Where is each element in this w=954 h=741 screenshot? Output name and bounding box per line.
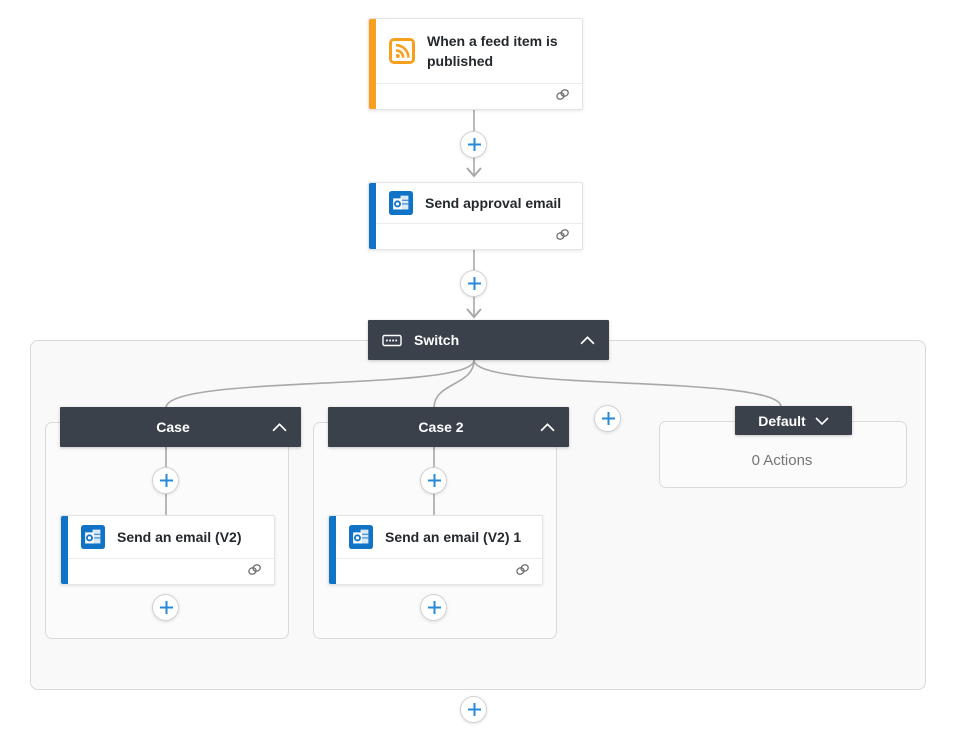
case-1-header[interactable]: Case — [60, 407, 301, 447]
new-step-button[interactable] — [460, 696, 487, 723]
connection-link-icon[interactable] — [247, 563, 262, 581]
chevron-up-icon[interactable] — [580, 335, 595, 345]
connection-link-icon[interactable] — [555, 228, 570, 246]
chevron-up-icon[interactable] — [540, 422, 555, 432]
send-an-email-v2-card[interactable]: Send an email (V2) — [60, 515, 275, 585]
add-case-button[interactable] — [594, 405, 621, 432]
insert-step-button-case-1[interactable] — [152, 467, 179, 494]
switch-label: Switch — [414, 332, 460, 348]
chevron-down-icon[interactable] — [815, 416, 829, 425]
insert-step-button-after-trigger[interactable] — [460, 131, 487, 158]
switch-icon — [382, 334, 402, 347]
rss-icon — [389, 38, 415, 64]
action-accent-bar — [61, 516, 68, 584]
switch-action-header[interactable]: Switch — [368, 320, 609, 360]
connection-link-icon[interactable] — [515, 563, 530, 581]
add-action-button-case-1[interactable] — [152, 594, 179, 621]
case-1-label: Case — [156, 419, 190, 435]
action-accent-bar — [329, 516, 336, 584]
outlook-icon — [349, 525, 373, 549]
default-label: Default — [758, 412, 806, 429]
chevron-up-icon[interactable] — [272, 422, 287, 432]
case-1-action-title: Send an email (V2) — [117, 529, 242, 545]
action-accent-bar — [369, 183, 376, 249]
outlook-icon — [389, 191, 413, 215]
add-action-button-case-2[interactable] — [420, 594, 447, 621]
trigger-accent-bar — [369, 19, 376, 109]
approval-card-title: Send approval email — [425, 195, 562, 211]
trigger-title: When a feed item is published — [427, 33, 558, 69]
send-approval-email-card[interactable]: Send approval email — [368, 182, 583, 250]
outlook-icon — [81, 525, 105, 549]
default-case-header[interactable]: Default — [735, 406, 852, 435]
send-an-email-v2-1-card[interactable]: Send an email (V2) 1 — [328, 515, 543, 585]
trigger-card[interactable]: When a feed item is published — [368, 18, 583, 110]
connection-link-icon[interactable] — [555, 88, 570, 106]
insert-step-button-after-approval[interactable] — [460, 270, 487, 297]
case-2-action-title: Send an email (V2) 1 — [385, 529, 522, 545]
case-2-label: Case 2 — [418, 419, 464, 435]
case-2-header[interactable]: Case 2 — [328, 407, 569, 447]
default-actions-count: 0 Actions — [751, 452, 813, 469]
insert-step-button-case-2[interactable] — [420, 467, 447, 494]
